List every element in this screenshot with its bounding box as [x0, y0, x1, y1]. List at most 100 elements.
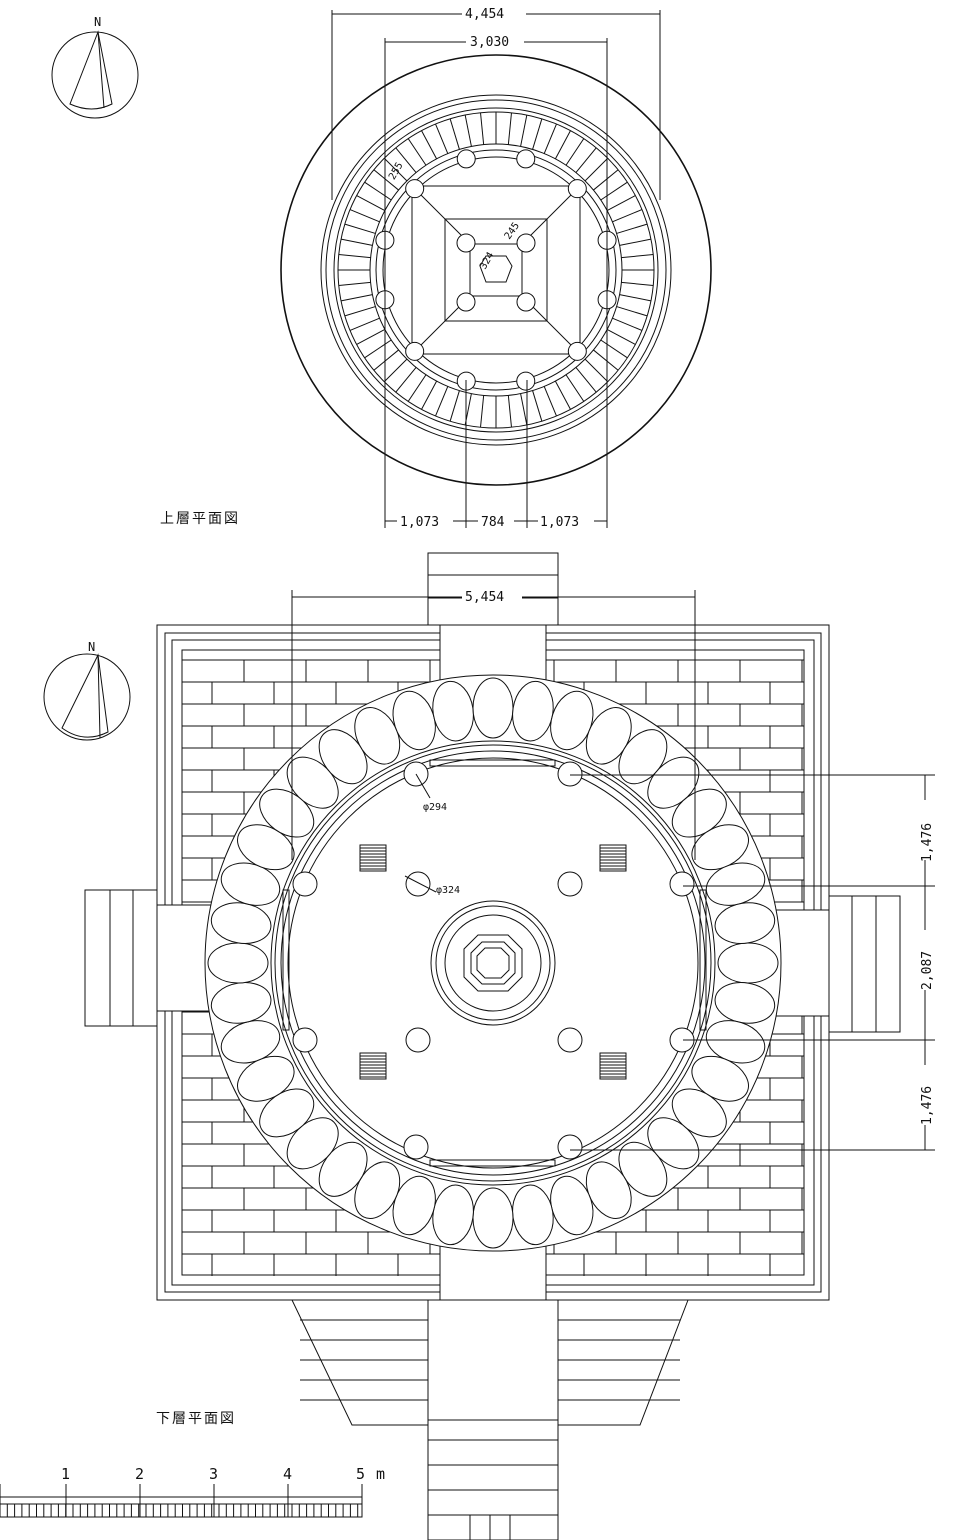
column — [456, 149, 476, 169]
roof-rib — [435, 386, 449, 417]
lotus-petal — [472, 677, 514, 739]
lotus-petal — [207, 942, 269, 984]
pedestal — [359, 844, 387, 872]
column — [557, 761, 583, 787]
column — [292, 871, 318, 897]
roof-rib — [554, 130, 571, 160]
column — [403, 1134, 429, 1160]
upper-plan: N — [51, 5, 712, 530]
roof-rib — [612, 317, 643, 331]
pedestal — [599, 844, 627, 872]
roof-rib — [532, 390, 543, 422]
north-arrow-icon: N — [51, 15, 139, 119]
dim-upper-core: 324 — [478, 250, 497, 271]
roof-rib — [449, 390, 460, 422]
upper-dimensions: 4,454 3,030 1,073 784 1,073 255 245 324 — [331, 5, 661, 530]
roof-rib — [520, 114, 528, 147]
roof-rib — [435, 123, 449, 154]
lower-dimensions: 5,454 1,476 2,087 1,476 φ294 φ324 — [291, 588, 936, 1151]
dim-lower-overall: 5,454 — [465, 590, 504, 605]
dim-lower-right-middle: 2,087 — [920, 951, 935, 990]
north-label: N — [94, 15, 101, 29]
roof-rib — [340, 294, 373, 302]
roof-rib — [480, 112, 485, 145]
roof-rib — [616, 223, 648, 234]
column — [516, 371, 536, 391]
roof-rib — [606, 328, 636, 345]
roof-rib — [554, 380, 571, 410]
column — [516, 233, 536, 253]
column — [456, 233, 476, 253]
roof-rib — [565, 138, 585, 166]
roof-rib — [464, 114, 472, 147]
roof-rib — [621, 281, 654, 286]
roof-rib — [364, 181, 392, 201]
roof-rib — [421, 380, 438, 410]
column — [405, 871, 431, 897]
roof-rib — [520, 393, 528, 426]
roof-rib — [344, 306, 376, 317]
roof-rib — [565, 374, 585, 402]
roof-rib — [621, 254, 654, 259]
roof-rib — [575, 367, 597, 393]
scale-tick-2: 2 — [135, 1465, 144, 1483]
dim-upper-bottom-center: 784 — [481, 515, 505, 530]
roof-rib — [407, 374, 427, 402]
roof-rib — [373, 169, 399, 191]
roof-rib — [364, 339, 392, 359]
roof-rib — [356, 195, 386, 212]
column — [567, 341, 587, 361]
roof-rib — [606, 195, 636, 212]
column — [557, 871, 583, 897]
stair-south — [291, 1299, 689, 1540]
roof-rib — [338, 281, 371, 286]
roof-rib — [407, 138, 427, 166]
roof-rib — [593, 349, 619, 371]
scale-unit: m — [376, 1465, 385, 1483]
north-arrow-icon: N — [43, 640, 131, 741]
column-dia-inner: φ324 — [436, 885, 460, 896]
roof-rib — [584, 358, 609, 383]
column — [405, 341, 425, 361]
column — [292, 1027, 318, 1053]
lower-plan-title: 下層平面図 — [156, 1411, 236, 1427]
roof-rib — [480, 395, 485, 428]
roof-rib — [600, 339, 628, 359]
scale-tick-5: 5 — [356, 1465, 365, 1483]
roof-rib — [532, 118, 543, 150]
roof-rib — [584, 157, 609, 182]
roof-rib — [349, 209, 380, 223]
roof-rib — [349, 317, 380, 331]
roof-rib — [543, 386, 557, 417]
inner-floor — [282, 759, 707, 1167]
roof-rib — [575, 147, 597, 173]
upper-plan-title: 上層平面図 — [160, 511, 240, 527]
roof-rib — [344, 223, 376, 234]
roof-rib — [373, 349, 399, 371]
dim-upper-overall: 4,454 — [465, 7, 504, 22]
column — [405, 179, 425, 199]
roof-rib — [383, 358, 408, 383]
roof-rib — [449, 118, 460, 150]
roof-rib — [395, 147, 417, 173]
pedestal — [599, 1052, 627, 1080]
roof-rib — [600, 181, 628, 201]
lotus-petal — [714, 902, 776, 944]
lotus-petal — [717, 942, 779, 984]
dim-lower-right-top: 1,476 — [920, 823, 935, 862]
column — [405, 1027, 431, 1053]
upper-core — [411, 185, 581, 355]
roof-rib — [612, 209, 643, 223]
column — [516, 149, 536, 169]
roof-rib — [421, 130, 438, 160]
roof-rib — [356, 328, 386, 345]
column — [669, 871, 695, 897]
column — [557, 1134, 583, 1160]
dim-upper-bottom-right: 1,073 — [540, 515, 579, 530]
scale-tick-4: 4 — [283, 1465, 292, 1483]
scale-tick-3: 3 — [209, 1465, 218, 1483]
dim-upper-inner: 3,030 — [470, 35, 509, 50]
column-dia-outer: φ294 — [423, 802, 447, 813]
scale-tick-1: 1 — [61, 1465, 70, 1483]
